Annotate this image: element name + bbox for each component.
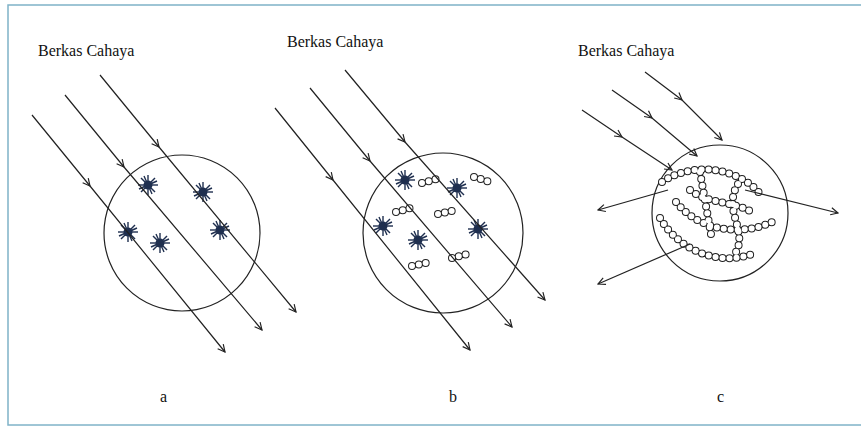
frame: [8, 5, 861, 425]
panel-c: [582, 72, 838, 284]
panel-letter: c: [717, 388, 724, 406]
heading-label: Berkas Cahaya: [578, 42, 674, 60]
panel-a: [32, 75, 296, 352]
heading-label: Berkas Cahaya: [287, 33, 383, 51]
panel-b: [275, 70, 545, 350]
panel-letter: a: [160, 388, 167, 406]
heading-label: Berkas Cahaya: [38, 42, 134, 60]
panel-letter: b: [449, 388, 457, 406]
